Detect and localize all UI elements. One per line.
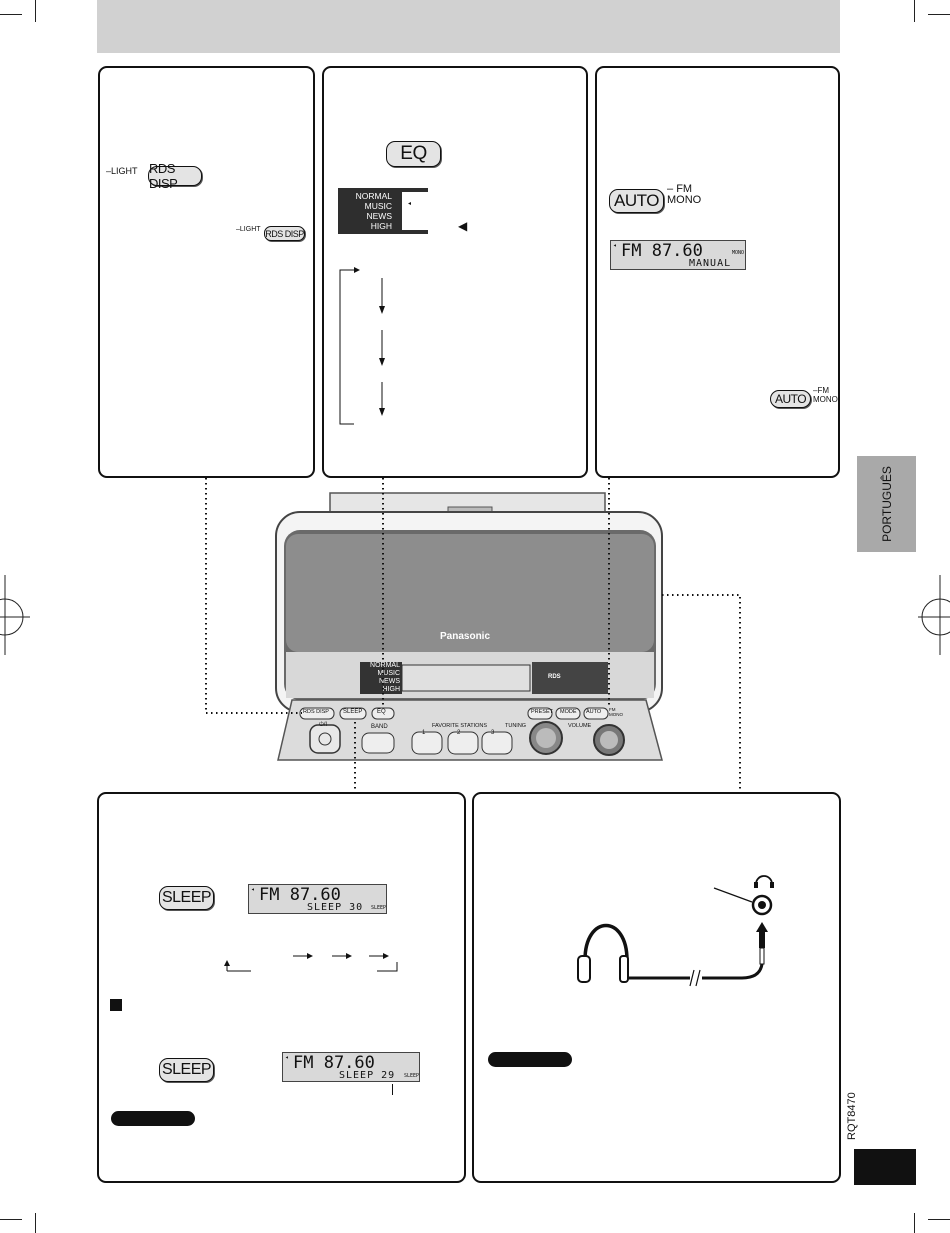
rds-disp-button-small[interactable]: RDS DISP xyxy=(264,226,305,241)
eq-selector-panel: NORMAL MUSIC NEWS HIGH ◂ xyxy=(338,188,428,234)
note-badge xyxy=(488,1052,572,1067)
panel-sleep-timer: SLEEP ◂ FM 87.60 SLEEP 30 SLEEP SLEEP ◂ … xyxy=(97,792,466,1183)
device-auto-button[interactable]: AUTO xyxy=(586,709,602,715)
pointer-line xyxy=(392,1084,393,1095)
language-tab: PORTUGUÊS xyxy=(857,456,916,552)
crop-mark xyxy=(0,1219,22,1220)
fm-label: FM xyxy=(676,183,693,195)
display-frequency: FM 87.60 xyxy=(293,1053,375,1073)
panel-eq: EQ NORMAL MUSIC NEWS HIGH ◂ ◀ xyxy=(322,66,588,478)
sleep-button-2[interactable]: SLEEP xyxy=(159,1058,214,1082)
eq-mode-label: HIGH xyxy=(370,221,392,231)
power-label: ⏻/I xyxy=(319,722,328,728)
display-sleep-indicator: SLEEP xyxy=(404,1073,420,1079)
display-sleep-minutes: SLEEP 29 xyxy=(339,1070,396,1081)
light-dash-icon: ‒ xyxy=(106,166,112,176)
display-sleep-indicator: SLEEP xyxy=(371,905,387,911)
crop-mark xyxy=(928,1219,950,1220)
section-square-icon xyxy=(110,999,122,1011)
eq-slider-window xyxy=(402,192,428,230)
eq-mode-label: MUSIC xyxy=(364,201,392,211)
sleep-cycle-diagram xyxy=(224,953,398,972)
crop-mark xyxy=(35,1213,36,1233)
sleep-button[interactable]: SLEEP xyxy=(159,886,214,910)
crop-mark xyxy=(35,0,36,22)
favorite-stations-label: FAVORITE STATIONS xyxy=(432,723,488,729)
headphones-jack-diagram xyxy=(577,875,774,987)
eq-mode-label: NEWS xyxy=(366,211,393,221)
fm-display: ◂ FM 87.60 MANUAL MONO xyxy=(610,240,746,270)
fav-1-label: 1 xyxy=(422,730,426,736)
fm-label-small: FM xyxy=(817,386,830,395)
brand-logo: Panasonic xyxy=(440,631,491,642)
tuning-label: TUNING xyxy=(505,723,527,729)
display-frequency: FM 87.60 xyxy=(259,885,341,905)
device-rds-disp-button[interactable]: RDS DISP xyxy=(303,709,329,715)
auto-button[interactable]: AUTO xyxy=(609,189,664,213)
crop-mark xyxy=(0,14,22,15)
eq-button[interactable]: EQ xyxy=(386,141,441,167)
sleep-display-1: ◂ FM 87.60 SLEEP 30 SLEEP xyxy=(248,884,387,914)
crop-mark xyxy=(914,1213,915,1233)
stereo-marker-icon: ◂ xyxy=(251,886,255,893)
eq-mode-label: MUSIC xyxy=(377,670,400,677)
crop-mark xyxy=(914,0,915,22)
mono-label-small: MONO xyxy=(813,395,838,404)
radio-device-illustration xyxy=(275,492,663,761)
registration-mark-right xyxy=(918,575,950,655)
header-band xyxy=(97,0,840,53)
crop-mark xyxy=(928,14,950,15)
rds-disp-button[interactable]: RDS DISP xyxy=(148,161,202,191)
eq-mode-label: NEWS xyxy=(379,678,400,685)
device-mode-button[interactable]: MODE xyxy=(560,709,577,715)
device-eq-button[interactable]: EQ xyxy=(377,709,386,715)
device-sleep-button[interactable]: SLEEP xyxy=(343,709,363,715)
rds-logo: RDS xyxy=(548,674,561,680)
fav-3-label: 3 xyxy=(491,730,495,736)
stereo-marker-icon: ◂ xyxy=(613,242,617,249)
device-preset-button[interactable]: PRESET xyxy=(531,709,554,715)
language-tab-label: PORTUGUÊS xyxy=(880,466,894,542)
fm-dash-icon: ‒ xyxy=(813,386,818,395)
band-label: BAND xyxy=(371,724,388,730)
panel-rds-display: ‒LIGHT RDS DISP ‒LIGHT RDS DISP xyxy=(98,66,315,478)
registration-mark-left xyxy=(0,575,30,655)
display-sleep-minutes: SLEEP 30 xyxy=(307,902,364,913)
eq-cycle-diagram xyxy=(339,267,385,425)
model-code: RQT8470 xyxy=(846,1092,858,1140)
fav-2-label: 2 xyxy=(457,730,461,736)
mono-label: MONO xyxy=(667,194,702,206)
panel-fm-mode: AUTO ‒ FM MONO ◂ FM 87.60 MANUAL MONO AU… xyxy=(595,66,840,478)
panel-headphones xyxy=(472,792,841,1183)
eq-pointer-icon: ◂ xyxy=(408,201,412,207)
stereo-marker-icon: ◂ xyxy=(285,1054,289,1061)
eq-mode-label: NORMAL xyxy=(370,662,400,669)
sleep-display-2: ◂ FM 87.60 SLEEP 29 SLEEP xyxy=(282,1052,420,1082)
fm-dash-icon: ‒ xyxy=(667,183,677,195)
light-label: LIGHT xyxy=(111,166,138,176)
page-number-box xyxy=(854,1149,916,1185)
display-mono-indicator: MONO xyxy=(732,250,745,256)
eq-mode-label: NORMAL xyxy=(355,191,392,201)
display-mode: MANUAL xyxy=(689,258,732,269)
left-arrow-icon: ◀ xyxy=(458,219,468,233)
device-fm-mono-label: FM MONO xyxy=(609,707,623,717)
note-badge xyxy=(111,1111,195,1126)
display-frequency: FM 87.60 xyxy=(621,241,703,261)
light-label-small: LIGHT xyxy=(239,226,261,233)
auto-button-small[interactable]: AUTO xyxy=(770,390,811,408)
eq-mode-label: HIGH xyxy=(382,686,401,693)
volume-label: VOLUME xyxy=(568,723,592,729)
light-dash-icon: ‒ xyxy=(236,226,240,233)
